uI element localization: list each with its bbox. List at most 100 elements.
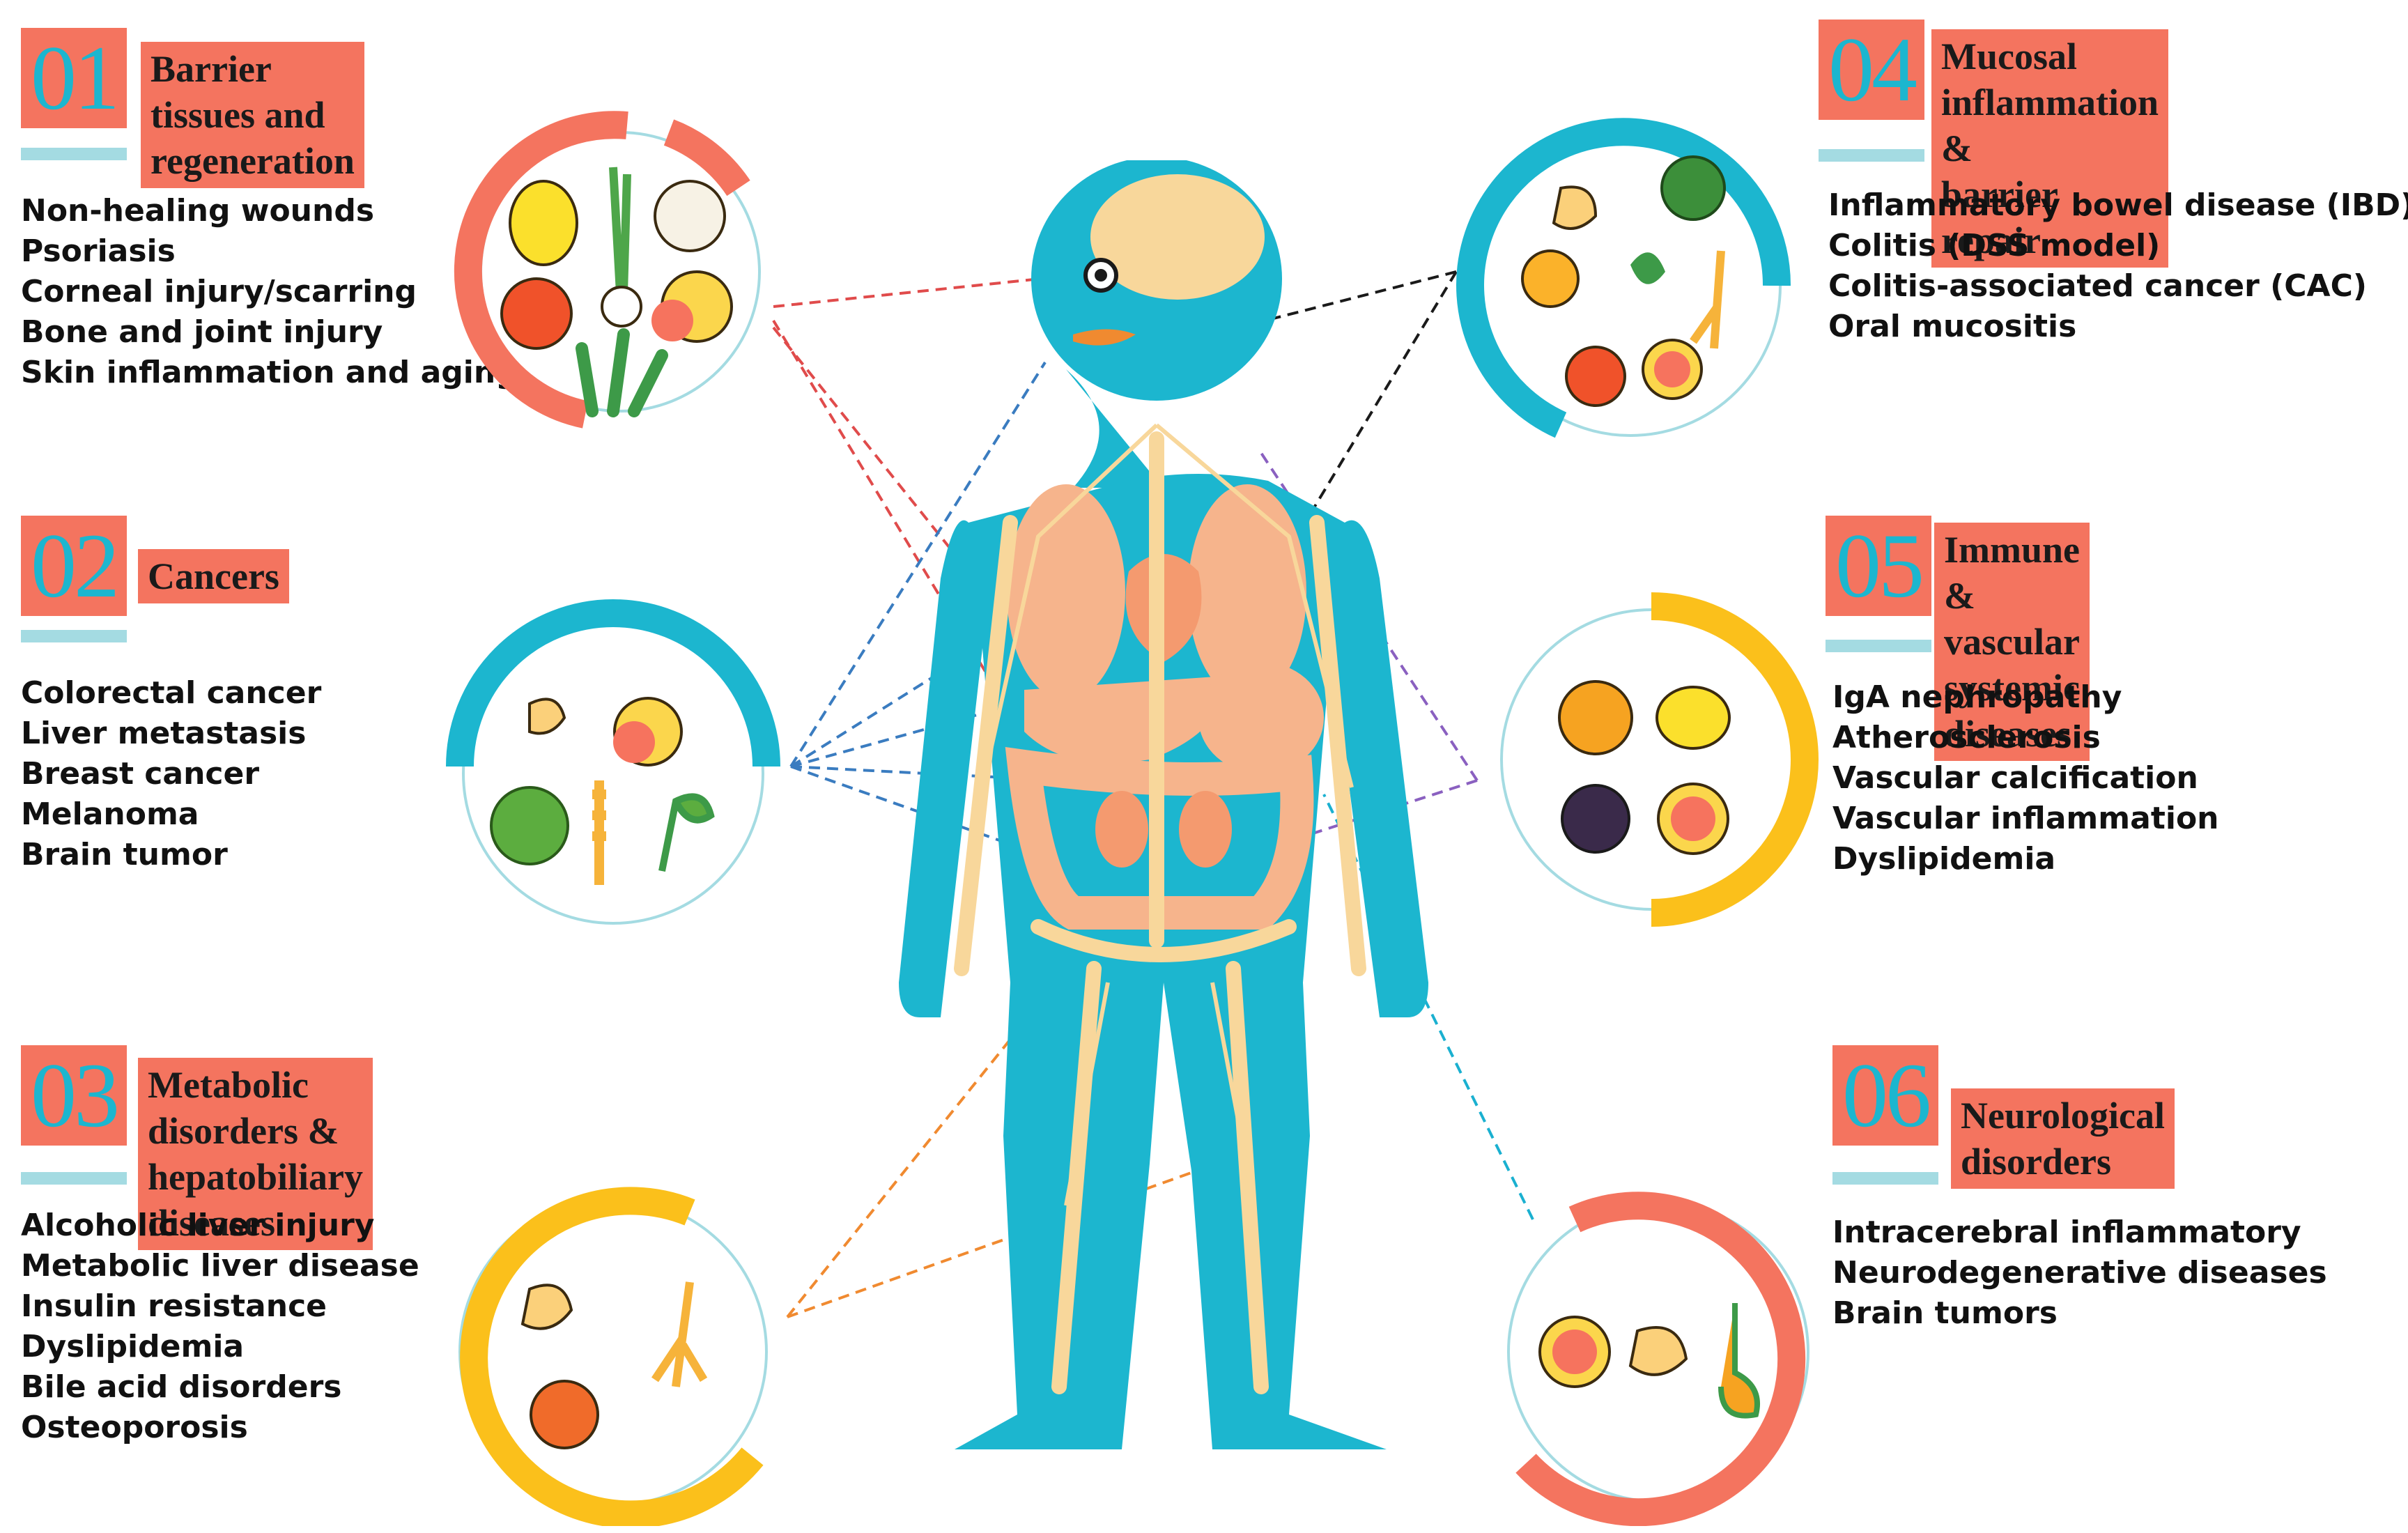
panel-title-box: Mucosal inflammation & barrier repair — [1931, 29, 2168, 268]
number-underline — [21, 630, 127, 642]
connector-06-nerve — [1322, 794, 1534, 1220]
list-item: Colitis (DSS model) — [1828, 228, 2161, 263]
list-item: Vascular calcification — [1832, 760, 2198, 796]
list-item: Non-healing wounds — [21, 193, 375, 229]
number-underline — [1826, 640, 1931, 652]
brain-icon — [1090, 174, 1265, 300]
panel-number: 04 — [1828, 18, 1917, 121]
human-body-figure — [899, 160, 1428, 1449]
panel-number-box: 01 — [21, 28, 127, 128]
panel-title: Neurological disorders — [1961, 1095, 2165, 1183]
list-item: Metabolic liver disease — [21, 1248, 419, 1284]
tea-leaf-icon — [1630, 252, 1665, 284]
panel-number: 06 — [1842, 1044, 1931, 1146]
scallion-icon — [609, 167, 631, 293]
turmeric-icon — [1718, 1303, 1760, 1419]
panel-number-box: 04 — [1819, 20, 1924, 120]
list-item: Oral mucositis — [1828, 309, 2077, 344]
list-item: Liver metastasis — [21, 716, 307, 751]
panel-title-box: Immune & vascular systemic diseases — [1934, 523, 2090, 761]
panel-number-box: 02 — [21, 516, 127, 616]
panel-number-box: 05 — [1826, 516, 1931, 616]
list-item: Skin inflammation and aging — [21, 355, 518, 390]
panel-title: Cancers — [148, 555, 279, 597]
food-ring-01 — [454, 111, 761, 429]
list-item: Atherosclerosis — [1832, 720, 2101, 755]
panel-title: Metabolic disorders & hepatobiliary dise… — [148, 1064, 364, 1244]
garlic-icon — [654, 180, 726, 252]
tea-leaf-icon — [658, 793, 715, 872]
stomach-icon — [1198, 662, 1324, 773]
blackberry-icon — [1561, 784, 1630, 854]
condition-list: Inflammatory bowel disease (IBD) Colitis… — [1828, 185, 2408, 347]
food-ring-02 — [446, 599, 780, 925]
liver-icon — [1024, 676, 1226, 763]
panel-title-box: Metabolic disorders & hepatobiliary dise… — [138, 1058, 373, 1250]
list-item: Breast cancer — [21, 756, 260, 792]
panel-number: 02 — [31, 514, 120, 617]
list-item: Dyslipidemia — [1832, 841, 2056, 877]
right-lung-icon — [1188, 484, 1306, 700]
cabbage-icon — [490, 786, 569, 865]
ginger-icon — [1628, 1326, 1688, 1376]
condition-list: Intracerebral inflammatory Neurodegenera… — [1832, 1212, 2327, 1334]
list-item: Vascular inflammation — [1832, 801, 2219, 836]
list-item: Neurodegenerative diseases — [1832, 1255, 2327, 1291]
list-item: Insulin resistance — [21, 1288, 327, 1324]
condition-list: IgA nephropathy Atherosclerosis Vascular… — [1832, 677, 2219, 879]
list-item: IgA nephropathy — [1832, 679, 2122, 715]
number-underline — [1819, 149, 1924, 162]
food-ring-06 — [1507, 1192, 1809, 1526]
apple-icon — [500, 277, 573, 350]
orange-icon — [1521, 249, 1580, 308]
broccoli-icon — [1660, 155, 1726, 221]
ginger-icon — [1552, 185, 1598, 230]
panel-title-box: Barrier tissues and regeneration — [141, 42, 364, 188]
number-underline — [1832, 1172, 1938, 1185]
apple-icon — [1565, 346, 1626, 407]
apple-icon — [530, 1380, 599, 1449]
food-ring-03 — [458, 1187, 768, 1526]
panel-number: 01 — [31, 26, 120, 129]
food-ring-04 — [1456, 118, 1791, 438]
ginger-icon — [520, 1284, 573, 1330]
wheat-icon — [592, 780, 606, 885]
list-item: Bile acid disorders — [21, 1369, 342, 1405]
face — [1073, 258, 1136, 346]
number-underline — [21, 1172, 127, 1185]
panel-title: Immune & vascular systemic diseases — [1944, 529, 2081, 755]
panel-number-box: 03 — [21, 1045, 127, 1146]
list-item: Brain tumors — [1832, 1295, 2058, 1331]
list-item: Inflammatory bowel disease (IBD) — [1828, 187, 2408, 223]
orange-icon — [1558, 680, 1633, 755]
panel-number-box: 06 — [1832, 1045, 1938, 1146]
list-item: Psoriasis — [21, 233, 176, 269]
panel-number: 03 — [31, 1044, 120, 1146]
food-ring-05 — [1500, 592, 1819, 927]
left-kidney-icon — [1095, 791, 1148, 868]
list-item: Intracerebral inflammatory — [1832, 1215, 2301, 1250]
mouth-icon — [1073, 329, 1136, 346]
panel-title-box: Cancers — [138, 549, 289, 603]
right-kidney-icon — [1179, 791, 1232, 868]
list-item: Alcoholic liver injury — [21, 1208, 375, 1243]
lemon-icon — [509, 180, 578, 266]
nerves — [980, 423, 1354, 1206]
lemon-icon — [1656, 686, 1731, 750]
list-item: Corneal injury/scarring — [21, 274, 417, 309]
list-item: Osteoporosis — [21, 1410, 248, 1445]
panel-title: Barrier tissues and regeneration — [150, 48, 355, 182]
list-item: Bone and joint injury — [21, 314, 383, 350]
panel-title: Mucosal inflammation & barrier repair — [1941, 36, 2159, 261]
list-item: Brain tumor — [21, 837, 228, 872]
connector-02-colon — [789, 361, 1047, 768]
list-item: Colitis-associated cancer (CAC) — [1828, 268, 2367, 304]
list-item: Colorectal cancer — [21, 675, 322, 711]
condition-list: Colorectal cancer Liver metastasis Breas… — [21, 673, 321, 875]
condition-list: Non-healing wounds Psoriasis Corneal inj… — [21, 191, 518, 393]
condition-list: Alcoholic liver injury Metabolic liver d… — [21, 1205, 419, 1448]
panel-title-box: Neurological disorders — [1951, 1088, 2175, 1189]
list-item: Melanoma — [21, 796, 199, 832]
list-item: Dyslipidemia — [21, 1329, 245, 1364]
ginger-icon — [528, 698, 566, 735]
